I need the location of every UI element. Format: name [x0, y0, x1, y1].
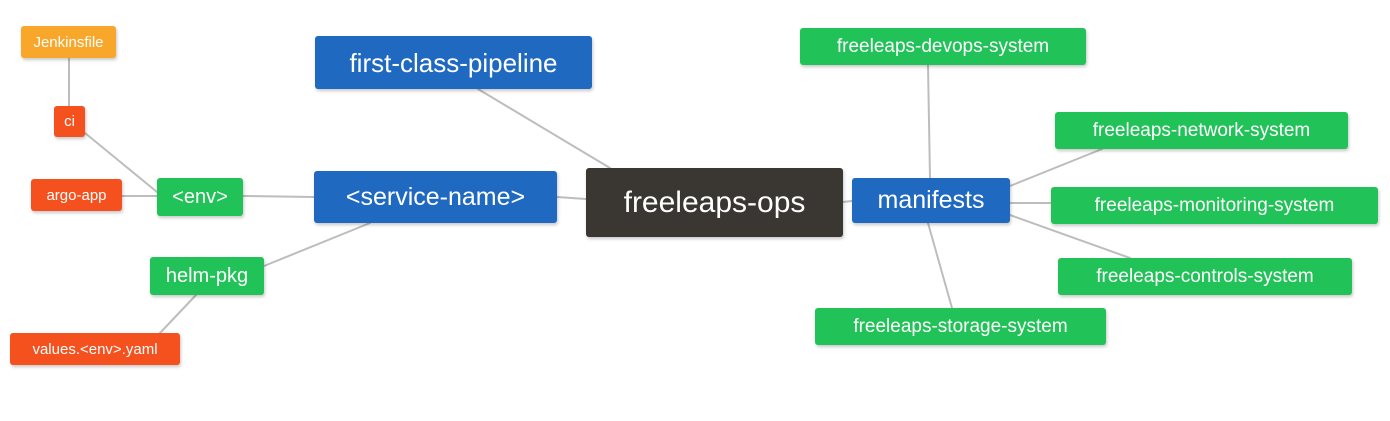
node-first-class-pipeline[interactable]: first-class-pipeline — [315, 36, 592, 89]
node-freeleaps-monitoring-system[interactable]: freeleaps-monitoring-system — [1051, 187, 1378, 224]
node-label: freeleaps-network-system — [1092, 120, 1311, 141]
edge-manifests-to-freeleaps-controls-system — [1009, 214, 1131, 259]
edge-first-class-pipeline-to-freeleaps-ops — [477, 88, 611, 169]
node-ci[interactable]: ci — [54, 106, 85, 137]
node-values-env-yaml[interactable]: values.<env>.yaml — [10, 333, 180, 365]
node-label: freeleaps-monitoring-system — [1094, 195, 1335, 216]
node-label: <service-name> — [345, 182, 526, 211]
node-freeleaps-controls-system[interactable]: freeleaps-controls-system — [1058, 258, 1352, 295]
node-label: first-class-pipeline — [349, 47, 558, 78]
node-label: argo-app — [46, 186, 107, 204]
node-label: manifests — [877, 186, 985, 214]
node-label: freeleaps-ops — [623, 185, 806, 219]
node-argo-app[interactable]: argo-app — [31, 179, 122, 211]
edge-env-to-service-name — [242, 195, 315, 198]
node-freeleaps-network-system[interactable]: freeleaps-network-system — [1055, 112, 1348, 149]
node-jenkinsfile[interactable]: Jenkinsfile — [21, 26, 116, 58]
node-label: freeleaps-controls-system — [1096, 266, 1314, 287]
edge-manifests-to-freeleaps-storage-system — [927, 222, 953, 309]
edge-manifests-to-freeleaps-devops-system — [927, 64, 931, 179]
edge-helm-pkg-to-service-name — [263, 222, 371, 267]
node-label: ci — [64, 113, 75, 130]
edge-service-name-to-freeleaps-ops — [556, 196, 587, 200]
node-label: freeleaps-devops-system — [836, 36, 1050, 57]
node-env[interactable]: <env> — [157, 178, 243, 216]
node-label: helm-pkg — [165, 265, 249, 287]
edge-freeleaps-ops-to-manifests — [842, 200, 853, 203]
node-freeleaps-devops-system[interactable]: freeleaps-devops-system — [800, 28, 1086, 65]
node-label: Jenkinsfile — [33, 33, 104, 51]
node-manifests[interactable]: manifests — [852, 178, 1010, 223]
edge-manifests-to-freeleaps-network-system — [1009, 148, 1103, 187]
edge-values-env-yaml-to-helm-pkg — [159, 294, 197, 334]
edge-ci-to-env — [84, 132, 158, 193]
node-label: freeleaps-storage-system — [853, 316, 1068, 337]
node-label: <env> — [172, 186, 228, 208]
node-helm-pkg[interactable]: helm-pkg — [150, 257, 264, 295]
node-freeleaps-storage-system[interactable]: freeleaps-storage-system — [815, 308, 1106, 345]
node-label: values.<env>.yaml — [32, 340, 158, 358]
node-freeleaps-ops[interactable]: freeleaps-ops — [586, 168, 843, 237]
node-service-name[interactable]: <service-name> — [314, 171, 557, 223]
